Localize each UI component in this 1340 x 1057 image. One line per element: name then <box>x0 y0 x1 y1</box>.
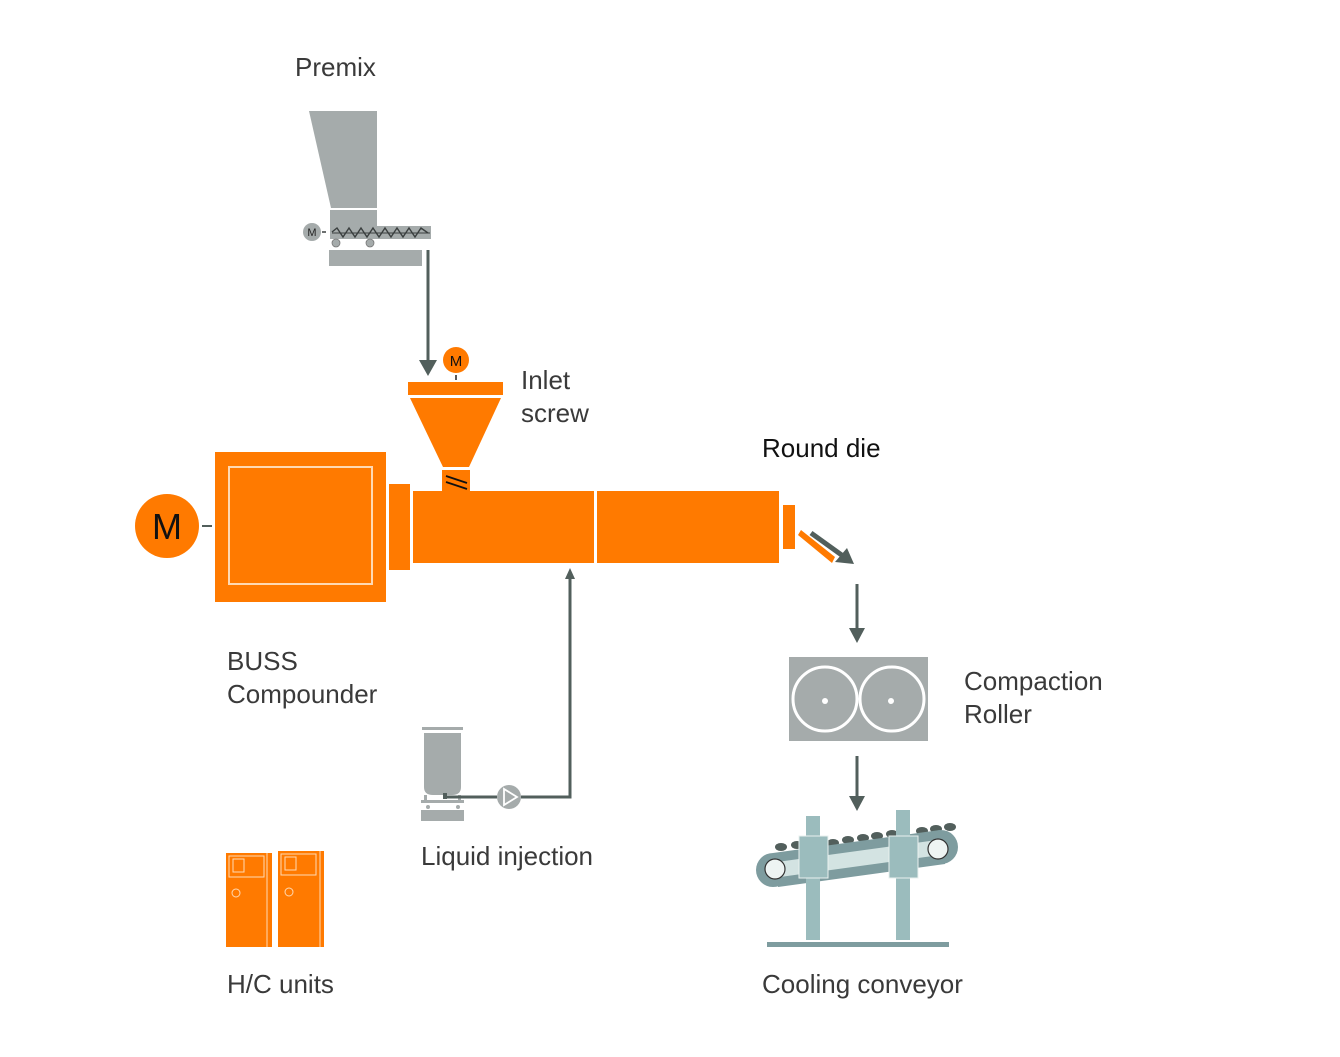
flow-arrow-die-to-roller <box>849 584 865 643</box>
tank-stand-top <box>421 800 464 803</box>
premix-feeder: M <box>303 111 431 266</box>
cooling-conveyor <box>756 810 958 947</box>
conveyor-base <box>767 942 949 947</box>
inlet-hopper-lid <box>408 382 503 395</box>
buss-compounder: M <box>135 452 779 602</box>
label-hc-units: H/C units <box>227 969 334 999</box>
inlet-motor-icon <box>443 347 469 373</box>
label-liquid-injection: Liquid injection <box>421 841 594 871</box>
tank-lid <box>422 727 463 730</box>
label-premix: Premix <box>295 52 376 82</box>
injection-arrowhead <box>565 568 575 579</box>
inlet-screw: M <box>408 347 503 491</box>
pump-arrow-icon <box>503 787 519 807</box>
label-inlet-screw: Inlet screw <box>521 365 589 428</box>
main-motor-icon <box>135 494 199 558</box>
label-cooling-conveyor: Cooling conveyor <box>762 969 963 999</box>
premix-roller-icon <box>365 238 375 248</box>
label-compaction-roller: Compaction Roller <box>964 666 1103 729</box>
premix-screw-icon <box>331 226 429 239</box>
hc-units <box>226 851 324 947</box>
roller-left-hub <box>822 698 828 704</box>
premix-motor-symbol: M <box>307 227 316 239</box>
conveyor-pulley-left-icon <box>764 858 786 880</box>
gearbox-panel <box>228 466 373 585</box>
injection-line <box>521 578 572 799</box>
premix-screw-housing-top <box>330 210 377 226</box>
die-strand <box>798 530 835 563</box>
label-round-die: Round die <box>762 433 881 463</box>
conveyor-clamp-right <box>888 835 919 879</box>
conveyor-pulley-right-icon <box>927 838 949 860</box>
roller-right-icon <box>858 665 926 733</box>
liquid-injection <box>421 568 575 821</box>
conveyor-clamp-left <box>798 835 829 879</box>
compaction-roller <box>789 657 928 741</box>
tank-base <box>421 810 464 821</box>
inlet-motor-symbol: M <box>450 353 463 370</box>
barrel-section-1 <box>413 491 594 563</box>
inlet-screw-flight-icon <box>445 481 468 490</box>
premix-hopper <box>309 111 377 208</box>
premix-base <box>329 250 422 266</box>
inlet-screw-section <box>442 470 470 491</box>
tank-outlet <box>443 793 447 799</box>
tank-body <box>424 733 461 795</box>
flow-arrow-premix-to-inlet <box>419 250 437 376</box>
barrel-section-2 <box>597 491 779 563</box>
inlet-hopper-funnel <box>410 398 501 467</box>
inlet-screw-flight-icon <box>445 475 468 484</box>
die-output-arrowhead <box>835 548 854 564</box>
gearbox-flange <box>389 484 410 570</box>
die-plate <box>783 505 795 549</box>
round-die <box>783 505 854 564</box>
gearbox <box>215 452 386 602</box>
roller-right-hub <box>888 698 894 704</box>
flow-arrow-roller-to-conveyor <box>849 756 865 811</box>
pump-icon <box>497 785 521 809</box>
main-motor-symbol: M <box>152 506 182 547</box>
premix-motor-icon <box>303 223 321 241</box>
premix-roller-icon <box>331 238 341 248</box>
label-buss-compounder: BUSS Compounder <box>227 646 378 709</box>
tank-stand-leg <box>424 795 427 801</box>
die-output-arrow <box>809 530 845 559</box>
roller-left-icon <box>791 665 859 733</box>
